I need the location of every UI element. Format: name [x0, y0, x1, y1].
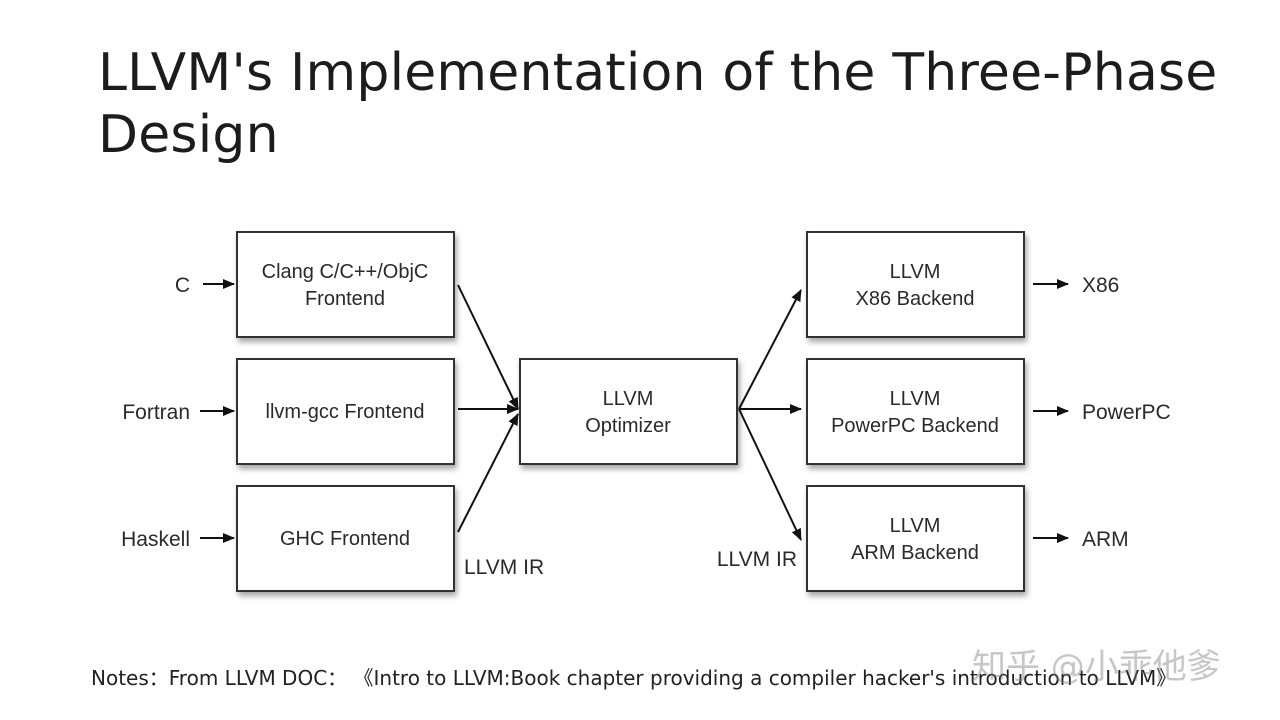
arrow-optimizer-to-x86	[738, 289, 802, 410]
backend-box-arm: LLVM ARM Backend	[806, 485, 1025, 592]
input-label-c: C	[175, 274, 190, 297]
slide-notes: Notes：From LLVM DOC： 《Intro to LLVM:Book…	[91, 666, 1177, 690]
backend-arm-line2: ARM Backend	[851, 542, 979, 564]
output-label-x86: X86	[1082, 274, 1119, 297]
arrow-clang-to-optimizer	[457, 284, 519, 410]
output-label-powerpc: PowerPC	[1082, 401, 1171, 424]
backend-box-x86: LLVM X86 Backend	[806, 231, 1025, 338]
watermark: 知乎 @小乖他爹	[972, 647, 1221, 687]
optimizer-box: LLVM Optimizer	[519, 358, 738, 465]
ir-label-left: LLVM IR	[464, 556, 544, 579]
input-label-fortran: Fortran	[122, 401, 190, 424]
optimizer-line1: LLVM	[603, 388, 654, 410]
frontend-llvm-gcc-label: llvm-gcc Frontend	[266, 401, 425, 423]
frontend-clang-line1: Clang C/C++/ObjC	[262, 261, 429, 283]
frontend-ghc-label: GHC Frontend	[280, 528, 410, 550]
frontend-clang-line2: Frontend	[305, 288, 385, 310]
optimizer-line2: Optimizer	[585, 415, 671, 437]
backend-x86-line2: X86 Backend	[856, 288, 975, 310]
backend-box-powerpc: LLVM PowerPC Backend	[806, 358, 1025, 465]
arrow-ghc-to-optimizer	[457, 413, 519, 533]
ir-label-right: LLVM IR	[717, 548, 797, 571]
frontend-box-clang: Clang C/C++/ObjC Frontend	[236, 231, 455, 338]
arrow-optimizer-to-arm	[738, 408, 802, 541]
backend-x86-line1: LLVM	[890, 261, 941, 283]
backend-powerpc-line1: LLVM	[890, 388, 941, 410]
backend-arm-line1: LLVM	[890, 515, 941, 537]
frontend-box-llvm-gcc: llvm-gcc Frontend	[236, 358, 455, 465]
input-label-haskell: Haskell	[121, 528, 190, 551]
backend-powerpc-line2: PowerPC Backend	[831, 415, 999, 437]
output-label-arm: ARM	[1082, 528, 1129, 551]
slide-title: LLVM's Implementation of the Three-Phase…	[98, 43, 1218, 165]
frontend-box-ghc: GHC Frontend	[236, 485, 455, 592]
